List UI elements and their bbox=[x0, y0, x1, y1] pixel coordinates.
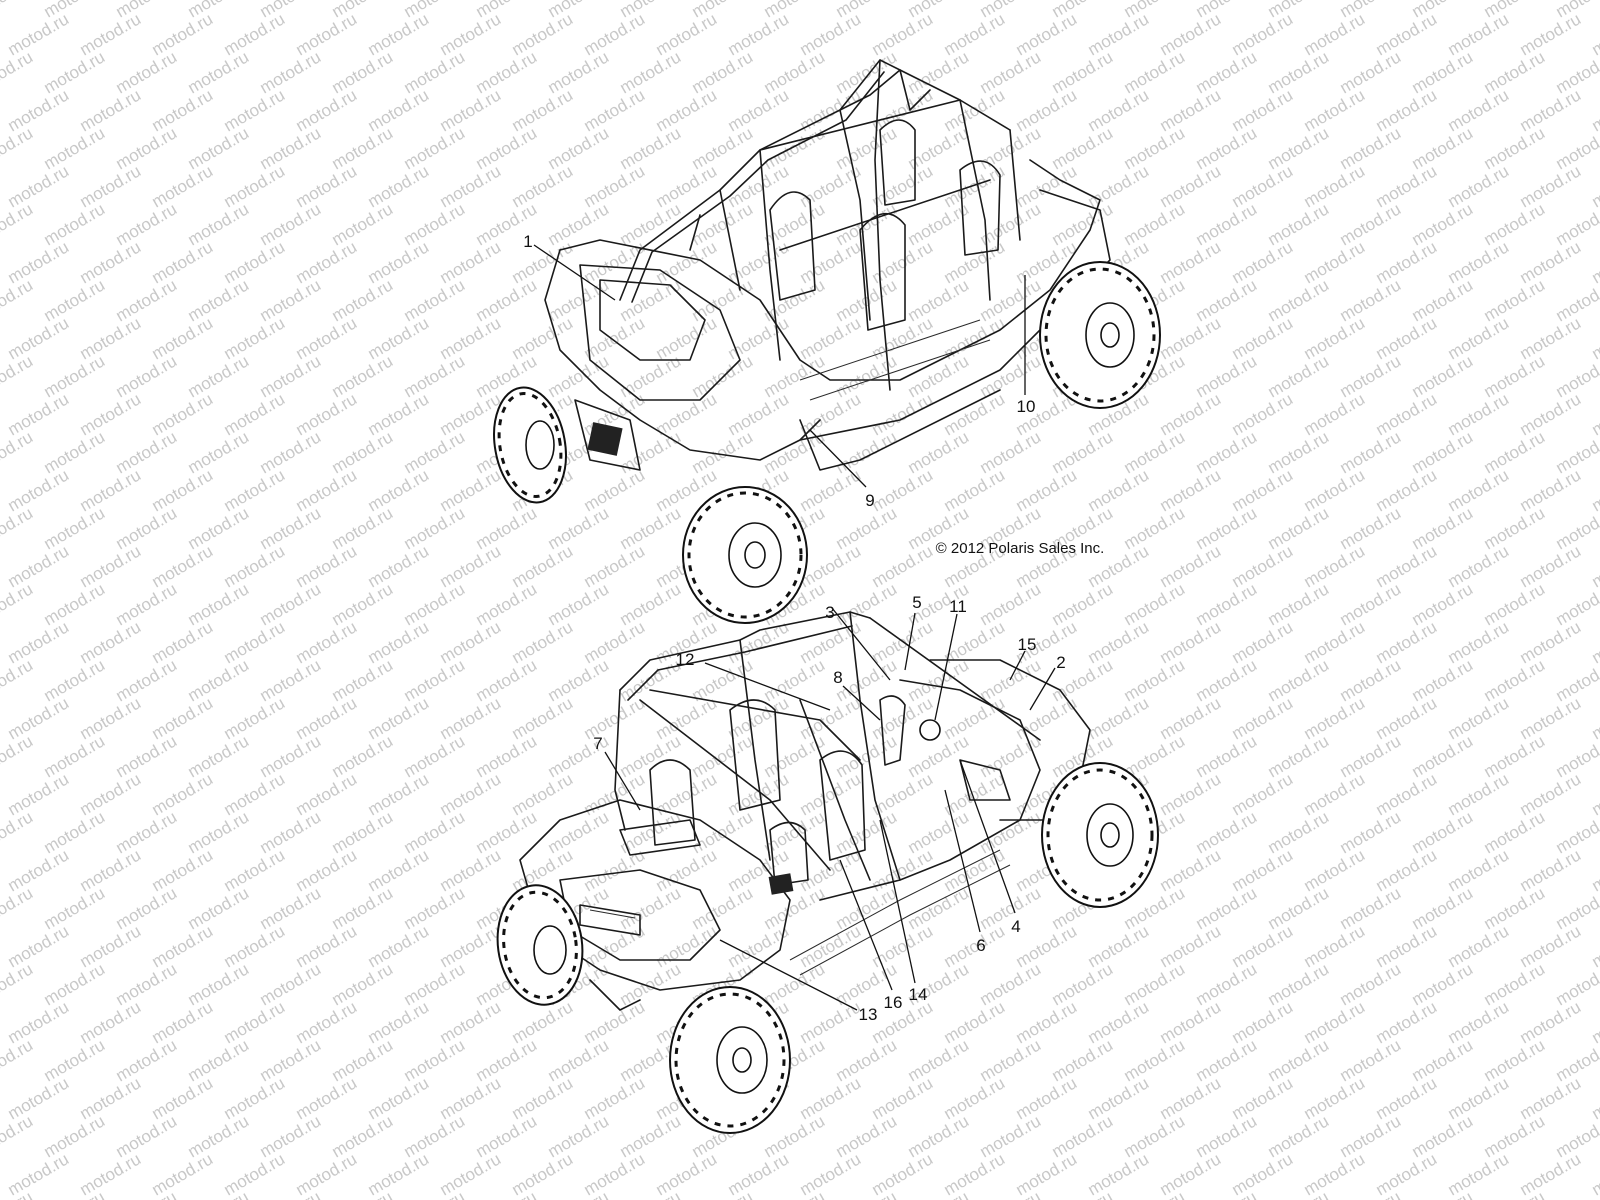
leader-14 bbox=[879, 819, 916, 984]
leader-16 bbox=[839, 859, 893, 991]
upper-vehicle bbox=[493, 59, 1161, 624]
upper-seats bbox=[769, 119, 1001, 331]
callout-5: 5 bbox=[912, 593, 921, 612]
leader-2 bbox=[1029, 667, 1056, 711]
callout-10: 10 bbox=[1017, 397, 1036, 416]
leader-1 bbox=[533, 244, 616, 301]
callout-14: 14 bbox=[909, 985, 928, 1004]
callout-6: 6 bbox=[976, 936, 985, 955]
callout-8: 8 bbox=[833, 668, 842, 687]
callout-15: 15 bbox=[1018, 635, 1037, 654]
leader-lines bbox=[533, 244, 1056, 1011]
callout-4: 4 bbox=[1011, 917, 1020, 936]
callout-3: 3 bbox=[825, 603, 834, 622]
leader-9 bbox=[809, 429, 867, 488]
copyright-notice: © 2012 Polaris Sales Inc. bbox=[936, 540, 1105, 557]
callout-12: 12 bbox=[676, 650, 695, 669]
lower-seats bbox=[649, 699, 866, 886]
callout-11: 11 bbox=[949, 597, 967, 616]
callout-2: 2 bbox=[1056, 653, 1065, 672]
leader-5 bbox=[904, 612, 916, 671]
leader-4 bbox=[959, 759, 1016, 914]
leader-6 bbox=[944, 789, 981, 933]
lower-wheels bbox=[496, 762, 1159, 1134]
callout-1: 1 bbox=[523, 232, 532, 251]
callout-13: 13 bbox=[859, 1005, 878, 1024]
callout-9: 9 bbox=[865, 491, 874, 510]
callout-7: 7 bbox=[593, 734, 602, 753]
callout-16: 16 bbox=[884, 993, 903, 1012]
upper-roll-cage bbox=[619, 59, 1021, 391]
lower-vehicle bbox=[496, 611, 1159, 1134]
